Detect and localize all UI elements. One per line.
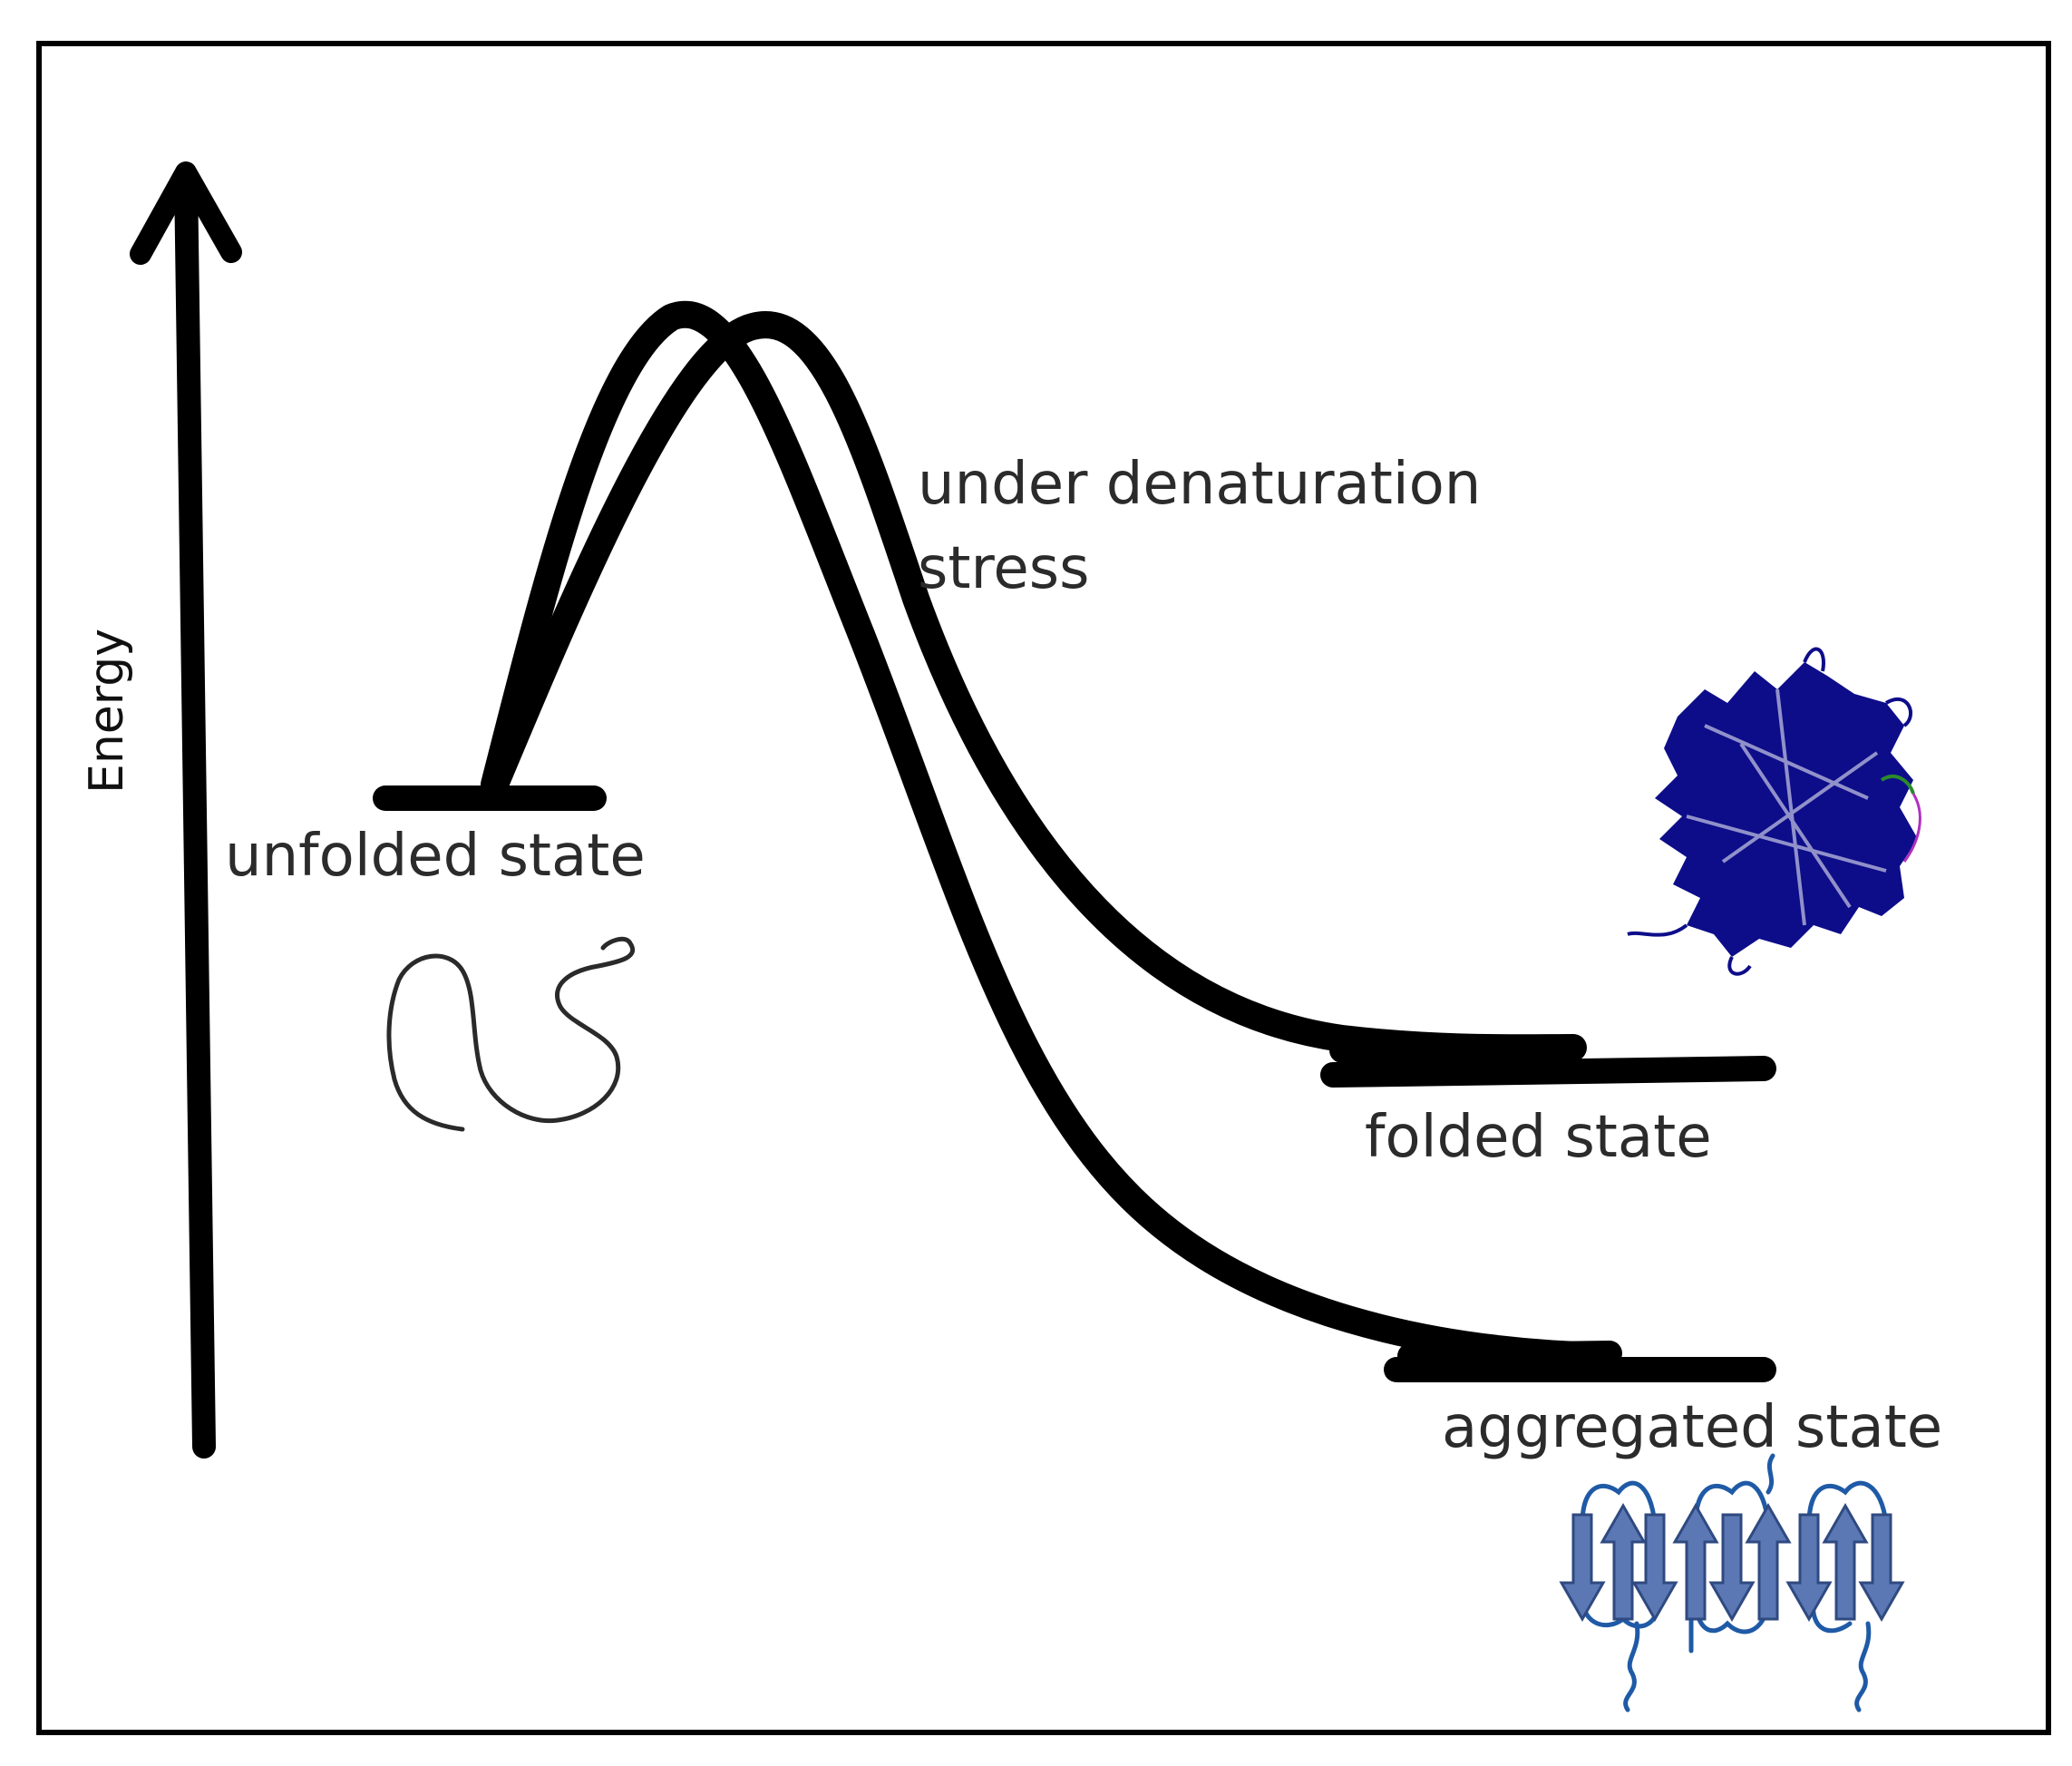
- unfolded-chain-illustration: [386, 936, 635, 1132]
- energy-axis: [130, 161, 242, 1459]
- unfolded-state-label: unfolded state: [225, 823, 646, 890]
- annotation-line-1: under denaturation: [918, 451, 1481, 518]
- folding-pathway-curve: [483, 311, 1587, 1062]
- folded-protein-illustration: [1627, 647, 1921, 976]
- folded-state-label: folded state: [1365, 1104, 1712, 1171]
- folded-state-level: [1320, 1056, 1776, 1088]
- aggregated-beta-sheet-illustration: [1559, 1453, 1905, 1712]
- aggregated-state-label: aggregated state: [1442, 1394, 1942, 1461]
- energy-axis-label: Energy: [80, 629, 134, 794]
- aggregation-pathway-curve: [481, 300, 1619, 1370]
- annotation-line-2: stress: [918, 535, 1089, 602]
